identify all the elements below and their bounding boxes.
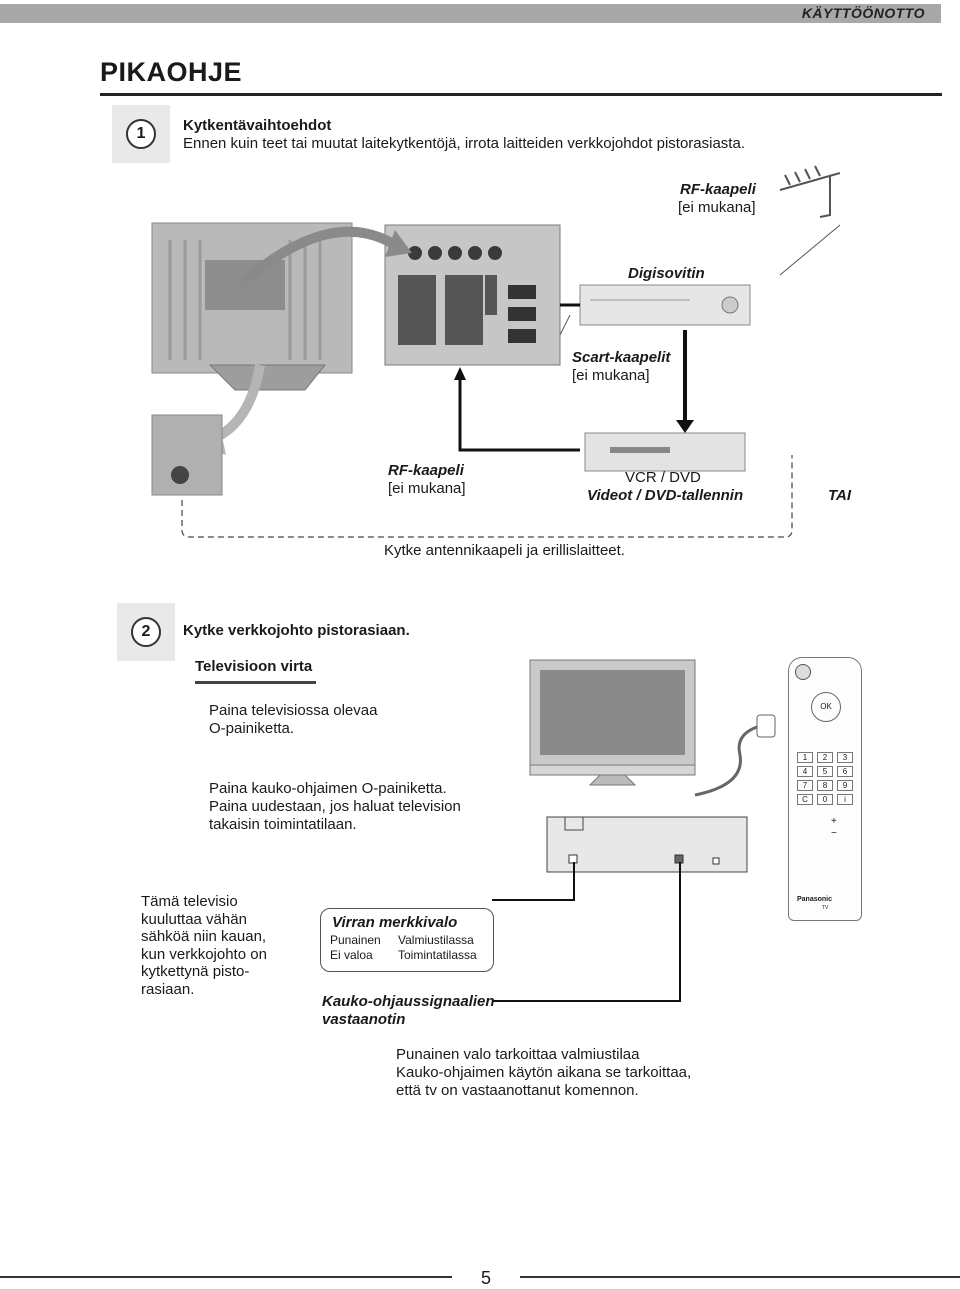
tv-button-text-1: Paina televisiossa olevaa bbox=[209, 702, 378, 719]
footer-rule-left bbox=[0, 1276, 452, 1278]
remote-brand: Panasonic bbox=[797, 896, 833, 903]
power-on-heading: Televisioon virta bbox=[195, 658, 313, 675]
remote-key-9: 9 bbox=[837, 780, 853, 791]
step-1-number: 1 bbox=[126, 119, 156, 149]
power-indicator-box: Virran merkkivalo Punainen Valmiustilass… bbox=[320, 908, 494, 972]
remote-key-6: 6 bbox=[837, 766, 853, 777]
diagram-caption: Kytke antennikaapeli ja erillislaitteet. bbox=[384, 542, 625, 559]
step-2-badge: 2 bbox=[117, 603, 175, 661]
standby-line: rasiaan. bbox=[141, 980, 195, 998]
remote-button-text-1: Paina kauko-ohjaimen O-painiketta. bbox=[209, 780, 447, 797]
remote-brand-sub: TV bbox=[822, 905, 829, 911]
leader-lines bbox=[492, 862, 681, 1002]
remote-key-7: 7 bbox=[797, 780, 813, 791]
rf-cable-bottom-label: RF-kaapeli bbox=[388, 462, 464, 479]
section-label: KÄYTTÖÖNOTTO bbox=[801, 5, 925, 21]
receiver-label-2: vastaanotin bbox=[322, 1011, 406, 1028]
remote-key-2: 2 bbox=[817, 752, 833, 763]
scart-cable-label: Scart-kaapelit bbox=[572, 349, 671, 366]
digibox-label: Digisovitin bbox=[628, 265, 705, 282]
page-title: PIKAOHJE bbox=[100, 57, 243, 87]
remote-ok-button: OK bbox=[811, 692, 841, 722]
step-1-badge: 1 bbox=[112, 105, 170, 163]
scart-cable-note: [ei mukana] bbox=[572, 367, 650, 384]
remote-key-0: 0 bbox=[817, 794, 833, 805]
standby-line: sähköä niin kauan, bbox=[141, 928, 267, 945]
rf-cable-top-note: [ei mukana] bbox=[678, 199, 756, 216]
rf-cable-bottom-note: [ei mukana] bbox=[388, 480, 466, 497]
indicator-state-1: Punainen bbox=[330, 933, 381, 947]
remote-key-info: i bbox=[837, 794, 853, 805]
note-line: Kauko-ohjaimen käytön aikana se tarkoitt… bbox=[396, 1064, 692, 1081]
remote-minus: − bbox=[831, 828, 837, 839]
standby-line: kuuluttaa vähän bbox=[141, 910, 247, 928]
standby-line: kun verkkojohto on bbox=[141, 945, 267, 963]
remote-key-4: 4 bbox=[797, 766, 813, 777]
remote-control: OK 1 2 3 4 5 6 7 8 9 C 0 i + − Panasonic… bbox=[788, 657, 862, 921]
indicator-meaning-2: Toimintatilassa bbox=[398, 948, 477, 962]
remote-plus: + bbox=[831, 816, 837, 827]
standby-note: Tämä televisio kuuluttaa vähän sähköä ni… bbox=[141, 893, 267, 998]
recorder-label: Videot / DVD-tallennin bbox=[587, 487, 744, 504]
step-1-text: Ennen kuin teet tai muutat laitekytkentö… bbox=[183, 135, 745, 152]
remote-button-text-3: takaisin toimintatilaan. bbox=[209, 816, 357, 833]
remote-power-icon bbox=[795, 664, 811, 680]
step-2-heading: Kytke verkkojohto pistorasiaan. bbox=[183, 622, 410, 639]
page-number: 5 bbox=[481, 1268, 492, 1288]
remote-keypad: 1 2 3 4 5 6 7 8 9 C 0 i bbox=[797, 752, 855, 805]
indicator-meaning-1: Valmiustilassa bbox=[398, 933, 474, 947]
power-on-underline bbox=[195, 681, 316, 684]
tv-front-illustration bbox=[529, 659, 776, 873]
standby-line: Tämä televisio bbox=[141, 893, 238, 910]
note-line: että tv on vastaanottanut komennon. bbox=[396, 1082, 639, 1099]
power-indicator-title: Virran merkkivalo bbox=[332, 914, 458, 931]
step-2-number: 2 bbox=[131, 617, 161, 647]
step-1-heading: Kytkentävaihtoehdot bbox=[183, 117, 332, 134]
remote-button-text-2: Paina uudestaan, jos haluat television bbox=[209, 798, 461, 815]
remote-key-5: 5 bbox=[817, 766, 833, 777]
standby-line: kytkettynä pisto- bbox=[141, 963, 250, 980]
header-band: KÄYTTÖÖNOTTO bbox=[0, 4, 941, 23]
remote-key-8: 8 bbox=[817, 780, 833, 791]
rf-cable-top-label: RF-kaapeli bbox=[680, 181, 756, 198]
connection-diagram bbox=[151, 165, 841, 538]
indicator-state-2: Ei valoa bbox=[330, 948, 373, 962]
indicator-note: Punainen valo tarkoittaa valmiustilaa Ka… bbox=[396, 1046, 691, 1100]
vcr-dvd-label: VCR / DVD bbox=[625, 469, 701, 486]
or-label: TAI bbox=[828, 487, 852, 504]
receiver-label-1: Kauko-ohjaussignaalien bbox=[322, 993, 495, 1010]
tv-button-text-2: O-painiketta. bbox=[209, 720, 295, 737]
note-line: Punainen valo tarkoittaa valmiustilaa bbox=[396, 1046, 640, 1063]
remote-key-3: 3 bbox=[837, 752, 853, 763]
footer-rule-right bbox=[520, 1276, 960, 1278]
remote-key-c: C bbox=[797, 794, 813, 805]
title-divider bbox=[100, 93, 942, 96]
remote-key-1: 1 bbox=[797, 752, 813, 763]
